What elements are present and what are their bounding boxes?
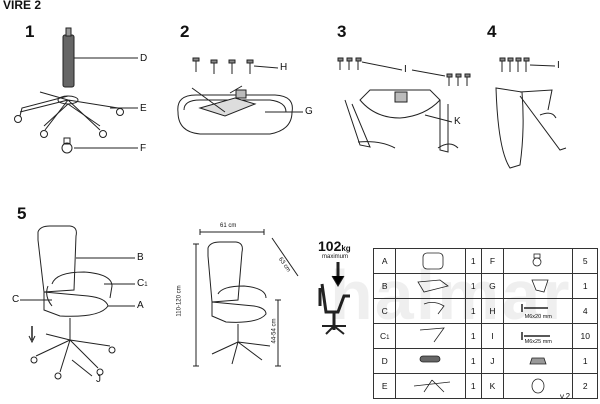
part-qty: 1	[572, 273, 598, 299]
part-key: F	[480, 248, 505, 274]
page-title: VIRE 2	[3, 0, 42, 12]
part-key: H	[480, 298, 505, 324]
dimension-width: 61 cm	[220, 223, 237, 229]
capacity-note: maximum	[322, 254, 349, 260]
part-key: I	[480, 323, 505, 349]
part-icon-i: M6x25 mm	[503, 323, 574, 349]
screw-spec: M6x25 mm	[524, 339, 552, 345]
version-label: v.2	[560, 392, 571, 401]
part-icon-a	[395, 248, 466, 274]
part-key: A	[372, 248, 397, 274]
step-4-illustration	[495, 57, 567, 169]
part-qty: 1	[464, 323, 482, 349]
part-icon-k	[503, 373, 574, 399]
part-icon-j	[503, 348, 574, 374]
part-key: J	[480, 348, 505, 374]
callout-h: H	[280, 62, 288, 73]
step-3-number: 3	[337, 22, 347, 41]
table-row: C1 1 I M6x25 mm 10	[372, 323, 598, 349]
part-key: C	[372, 298, 397, 324]
capacity-value: 102kg	[318, 238, 351, 254]
callout-d: D	[140, 53, 148, 64]
capacity-illustration	[318, 262, 350, 335]
callout-c: C	[12, 294, 20, 305]
callout-k: K	[454, 116, 461, 127]
part-qty: 1	[572, 348, 598, 374]
part-icon-c	[395, 298, 466, 324]
callout-f: F	[140, 143, 147, 154]
part-qty: 4	[572, 298, 598, 324]
part-key: G	[480, 273, 505, 299]
step-5-number: 5	[17, 204, 27, 223]
part-qty: 5	[572, 248, 598, 274]
step-1-illustration	[14, 27, 138, 154]
callout-c1: C1	[137, 278, 148, 289]
part-qty: 1	[464, 348, 482, 374]
part-qty: 2	[572, 373, 598, 399]
callout-i-step4: I	[557, 60, 560, 71]
dimension-illustration	[193, 229, 299, 367]
callout-e: E	[140, 103, 147, 114]
part-icon-c1	[395, 323, 466, 349]
table-row: E 1 K 2	[372, 373, 598, 399]
table-row: D 1 J 1	[372, 348, 598, 374]
part-icon-d	[395, 348, 466, 374]
step-4-number: 4	[487, 22, 497, 41]
part-qty: 10	[572, 323, 598, 349]
dimension-seat-height: 44-54 cm	[271, 318, 278, 344]
dimension-height: 110-120 cm	[176, 285, 183, 317]
callout-b: B	[137, 252, 144, 263]
table-row: A 1 F 5	[372, 248, 598, 274]
step-5-illustration	[20, 225, 135, 380]
step-1-number: 1	[25, 22, 35, 41]
part-key: B	[372, 273, 397, 299]
part-icon-e	[395, 373, 466, 399]
part-key: D	[372, 348, 397, 374]
table-row: B 1 G 1	[372, 273, 598, 299]
step-3-illustration	[337, 57, 471, 153]
step-2-illustration	[177, 57, 303, 135]
table-row: C 1 H M6x20 mm 4	[372, 298, 598, 324]
part-icon-h: M6x20 mm	[503, 298, 574, 324]
callout-g: G	[305, 106, 313, 117]
parts-table: A 1 F 5 B 1 G 1 C 1 H M6x20 mm 4 C1 1 I …	[372, 248, 598, 399]
screw-spec: M6x20 mm	[524, 314, 552, 320]
part-icon-f	[503, 248, 574, 274]
step-2-number: 2	[180, 22, 190, 41]
part-key: E	[372, 373, 397, 399]
part-key: K	[480, 373, 505, 399]
part-qty: 1	[464, 373, 482, 399]
part-icon-b	[395, 273, 466, 299]
callout-a: A	[137, 300, 144, 311]
callout-i: I	[404, 64, 407, 75]
part-qty: 1	[464, 248, 482, 274]
callout-j: J	[96, 374, 101, 385]
part-icon-g	[503, 273, 574, 299]
part-key: C1	[372, 323, 397, 349]
part-qty: 1	[464, 298, 482, 324]
part-qty: 1	[464, 273, 482, 299]
